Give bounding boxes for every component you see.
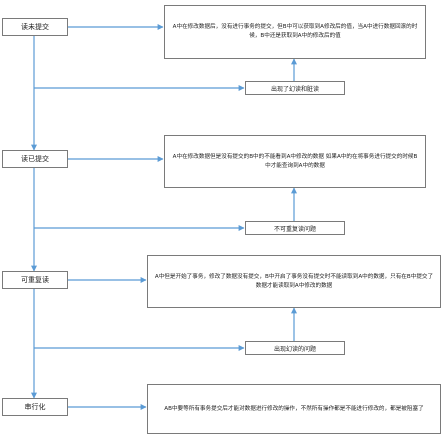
problem-phantom-and-dirty-read: 出现了幻读和脏读 <box>245 81 345 95</box>
desc-read-committed: A中在修改数据但是没有提交的B中的不能看到A中修改的数据 如果A中的在将事务进行… <box>164 135 426 188</box>
desc-serializable: AB中要等所有事务提交后才能对数据进行修改的操作，不然所有操作都是不能进行修改的… <box>147 384 441 434</box>
desc-read-committed-text: A中在修改数据但是没有提交的B中的不能看到A中修改的数据 如果A中的在将事务进行… <box>172 153 418 169</box>
problem-phantom-read-label: 出现幻读的问题 <box>273 345 316 353</box>
level-serializable-label: 串行化 <box>24 403 46 411</box>
problem-non-repeatable-read: 不可重复读问题 <box>245 221 345 235</box>
problem-phantom-read: 出现幻读的问题 <box>245 341 345 355</box>
desc-serializable-text: AB中要等所有事务提交后才能对数据进行修改的操作，不然所有操作都是不能进行修改的… <box>164 405 424 412</box>
level-read-committed: 读已提交 <box>2 150 68 168</box>
level-repeatable-read-label: 可重复读 <box>21 276 49 284</box>
level-serializable: 串行化 <box>2 398 68 416</box>
level-read-uncommitted-label: 读未提交 <box>21 23 49 31</box>
desc-repeatable-read: A中但是开始了事务，修改了数据没有提交，B中开启了事务没有提交时不能读取到A中的… <box>147 255 441 308</box>
desc-repeatable-read-text: A中但是开始了事务，修改了数据没有提交，B中开启了事务没有提交时不能读取到A中的… <box>154 273 434 289</box>
level-repeatable-read: 可重复读 <box>2 271 68 289</box>
desc-read-uncommitted-text: A中在修改数据后，没有进行事务的提交，但B中可以获取到A修改后的值，当A中进行数… <box>172 24 418 39</box>
level-read-uncommitted: 读未提交 <box>2 18 68 36</box>
desc-read-uncommitted: A中在修改数据后，没有进行事务的提交，但B中可以获取到A修改后的值，当A中进行数… <box>164 5 426 59</box>
problem-non-repeatable-read-label: 不可重复读问题 <box>273 225 316 233</box>
level-read-committed-label: 读已提交 <box>21 155 49 163</box>
problem-phantom-and-dirty-read-label: 出现了幻读和脏读 <box>270 85 319 93</box>
